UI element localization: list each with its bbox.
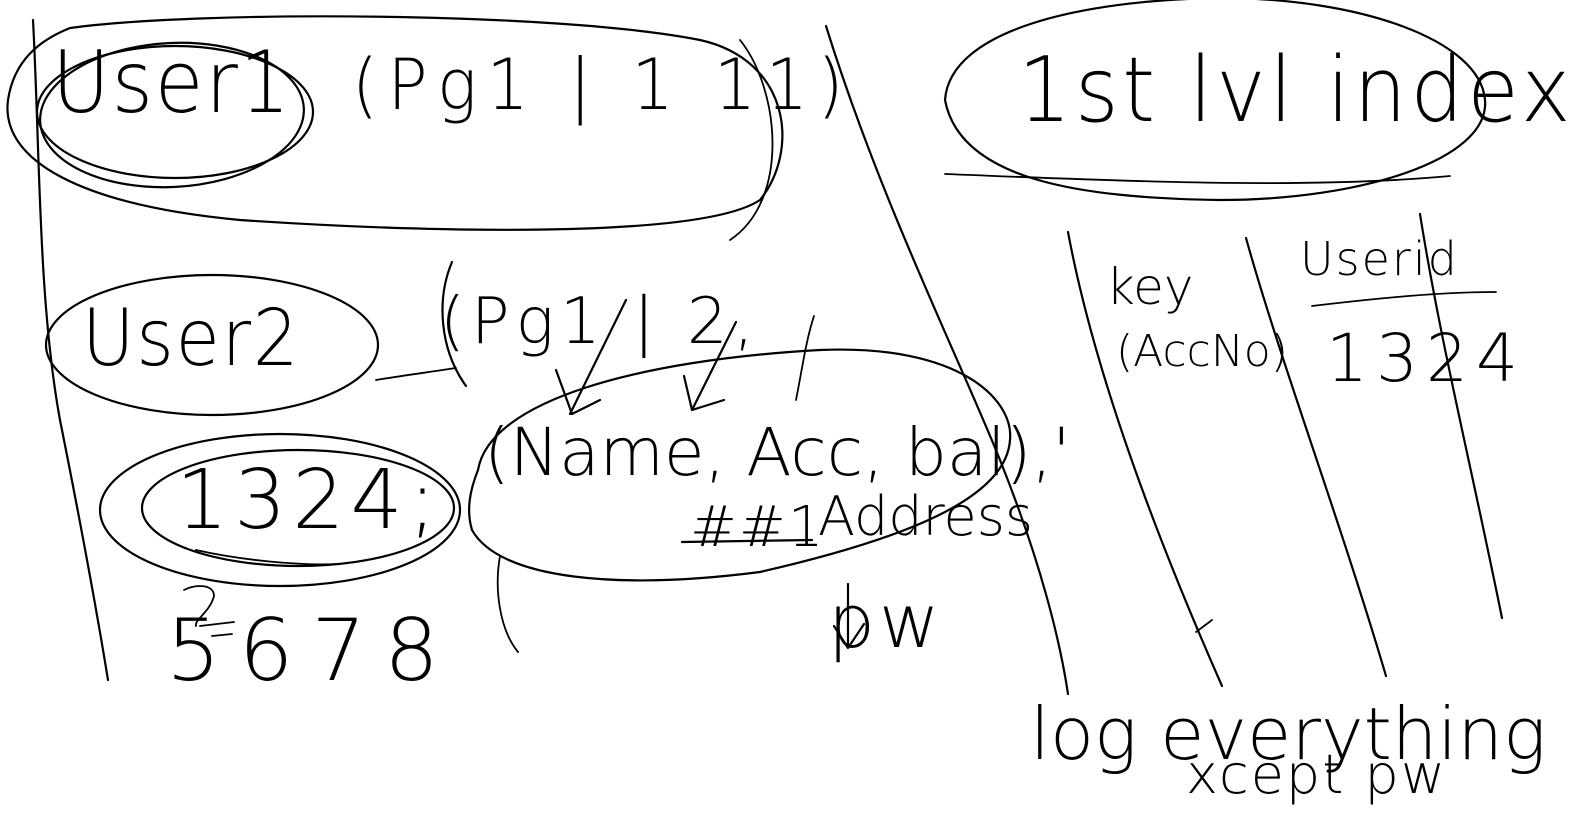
user2-connector bbox=[375, 367, 457, 381]
footer-log-note: log everything bbox=[1030, 692, 1547, 776]
fields-ellipse bbox=[468, 348, 1012, 582]
digits-row: 5678 bbox=[166, 601, 457, 701]
column-tick bbox=[1195, 619, 1213, 633]
struck-hash: ##1 bbox=[690, 495, 826, 560]
digit-correction-mark bbox=[183, 585, 235, 637]
footer-except-note: xcept pw bbox=[1186, 743, 1447, 806]
record-fields: (Name, Acc, bal),' bbox=[484, 414, 1071, 491]
divider-line-1 bbox=[824, 24, 1070, 696]
user1-outer-ellipse bbox=[6, 15, 784, 231]
record-id-outer-ellipse bbox=[98, 432, 462, 588]
index-title-ellipse bbox=[943, 0, 1487, 202]
record-id-inner-ellipse bbox=[140, 448, 456, 568]
struck-word: Address bbox=[818, 485, 1034, 548]
pw-down-arrow bbox=[832, 582, 866, 650]
index-userid-value: 1324 bbox=[1326, 320, 1526, 397]
user1-label: User1 bbox=[52, 33, 292, 133]
index-column-line-2 bbox=[1244, 236, 1388, 678]
user1-outer-ellipse-2 bbox=[729, 39, 774, 241]
fields-left-bracket bbox=[496, 555, 519, 653]
index-key-header: key bbox=[1106, 258, 1194, 316]
arrow-to-fields-2 bbox=[682, 320, 738, 412]
user2-label: User2 bbox=[82, 294, 301, 384]
left-margin-line bbox=[31, 18, 110, 682]
index-key-sub: (AccNo) bbox=[1116, 326, 1288, 377]
user2-ellipse bbox=[44, 273, 380, 417]
pw-note: pw bbox=[828, 579, 944, 665]
userid-header-rule bbox=[1311, 291, 1497, 307]
index-title-underline bbox=[944, 173, 1451, 184]
user1-inner-ellipse bbox=[35, 44, 315, 180]
record-id: 1324; bbox=[176, 453, 443, 548]
arrow-to-fields-1 bbox=[554, 298, 628, 416]
user1-tuple: (Pg1 | 1 11) bbox=[352, 44, 853, 126]
fields-tick bbox=[795, 315, 815, 401]
user1-inner-ellipse-2 bbox=[39, 41, 305, 189]
index-column-line-1 bbox=[1066, 230, 1224, 688]
hash-strikethrough bbox=[680, 538, 814, 544]
record-id-underline bbox=[195, 549, 341, 566]
index-column-line-3 bbox=[1418, 212, 1504, 620]
index-title: 1st lvl index bbox=[1018, 38, 1575, 143]
user2-tuple-bracket bbox=[441, 260, 468, 388]
user2-tuple: (Pg1 | 2, bbox=[440, 285, 760, 359]
index-userid-header: Userid bbox=[1300, 232, 1459, 286]
